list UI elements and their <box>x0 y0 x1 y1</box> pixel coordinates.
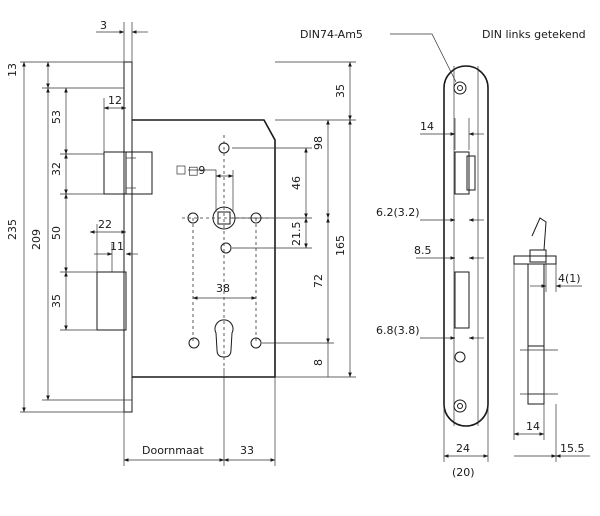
cylinder-cutout <box>214 319 234 358</box>
faceplate-view <box>390 33 489 462</box>
dim-handle-to-spindle: 46 <box>290 176 303 190</box>
dim-bolt-width: 22 <box>98 218 112 231</box>
faceplate-strip <box>123 61 133 413</box>
dim-latch-height: 32 <box>50 162 63 176</box>
dim-plate-top-width: 14 <box>420 120 434 133</box>
plate-screw-top <box>453 81 467 95</box>
plate-screw-bottom <box>453 399 467 413</box>
side-body <box>527 263 545 405</box>
dim-hole-spacing: 38 <box>216 282 230 295</box>
dim-square-spindle-label: □9 <box>188 164 205 177</box>
dim-spindle-to-aux: 21.5 <box>290 222 303 247</box>
dim-overall-height: 235 <box>6 219 19 240</box>
bolt-slot <box>454 271 470 329</box>
dim-latch-depth: 12 <box>108 94 122 107</box>
dim-latch-gap: 6.2(3.2) <box>376 206 420 219</box>
standard-label: DIN74-Am5 <box>300 28 363 41</box>
latch-bolt <box>103 151 127 195</box>
drawn-left-note: DIN links getekend <box>482 28 586 41</box>
dim-latch-projection: 4(1) <box>558 272 581 285</box>
dim-bolt-lower-gap: 6.8(3.8) <box>376 324 420 337</box>
square-symbol <box>176 165 186 175</box>
latch-slot <box>454 151 470 195</box>
dim-latch-top: 53 <box>50 110 63 124</box>
dim-plate-width: 24 <box>456 442 470 455</box>
latch-body <box>125 151 153 195</box>
dim-bolt-gap: 8.5 <box>414 244 432 257</box>
dim-total-depth: 15.5 <box>560 442 585 455</box>
dim-case-depth: 33 <box>240 444 254 457</box>
dim-plate-width-alt: (20) <box>452 466 475 479</box>
front-view <box>20 22 356 466</box>
side-flange <box>513 255 557 265</box>
dim-spindle-spacing: 98 <box>312 136 325 150</box>
cyl-screw-left <box>188 337 200 349</box>
aux-hole <box>220 242 232 254</box>
dim-latch-to-bolt: 50 <box>50 226 63 240</box>
dim-backset-label: Doornmaat <box>142 444 204 457</box>
lock-case <box>132 119 276 378</box>
dim-case-height: 209 <box>30 229 43 250</box>
dim-case-total: 165 <box>334 235 347 256</box>
dead-bolt <box>96 271 127 331</box>
dim-bolt-height: 35 <box>50 294 63 308</box>
side-view <box>513 217 590 462</box>
dim-side-bolt-width: 14 <box>526 420 540 433</box>
dim-top-to-spindle: 35 <box>334 84 347 98</box>
dim-cylinder-bottom: 8 <box>312 359 325 366</box>
dim-bolt-depth: 11 <box>110 240 124 253</box>
cylinder-hole <box>454 351 466 363</box>
faceplate-outline <box>443 65 489 427</box>
side-latch <box>531 217 547 251</box>
dim-spindle-to-cylinder: 72 <box>312 274 325 288</box>
dim-top-offset: 13 <box>6 63 19 77</box>
dim-plate-thickness: 3 <box>100 19 107 32</box>
